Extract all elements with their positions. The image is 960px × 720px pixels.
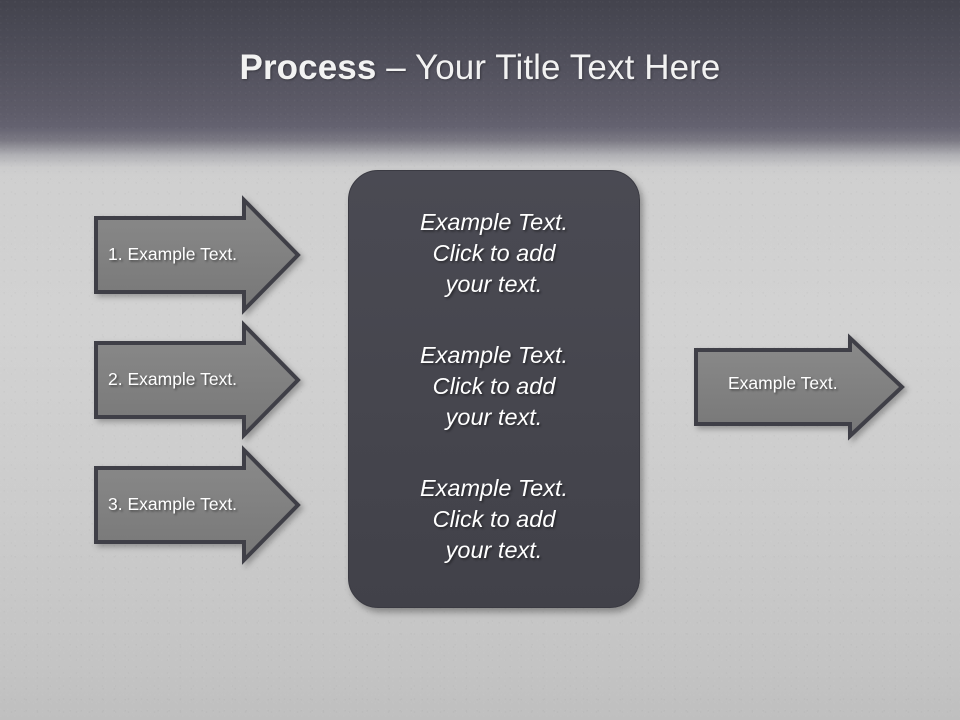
process-step-arrow-2-label: 2. Example Text. bbox=[108, 369, 238, 389]
panel-text-block-2-line-2: Click to add bbox=[432, 373, 556, 399]
page-title-bold: Process bbox=[239, 48, 377, 87]
panel-text-block-1-line-3: your text. bbox=[445, 271, 543, 297]
arrow-right-icon bbox=[94, 320, 301, 440]
process-output-arrow-label: Example Text. bbox=[728, 373, 838, 393]
panel-text-block-3-line-2: Click to add bbox=[432, 506, 556, 532]
process-step-arrow-3-label: 3. Example Text. bbox=[108, 494, 238, 514]
center-content-panel[interactable]: Example Text. Click to add your text. Ex… bbox=[348, 170, 640, 608]
panel-text-block-2-line-1: Example Text. bbox=[419, 342, 569, 368]
arrow-right-icon bbox=[94, 195, 301, 315]
arrow-right-icon bbox=[694, 333, 905, 441]
process-step-arrow-1[interactable]: 1. Example Text. bbox=[92, 195, 302, 315]
panel-text-block-1-line-2: Click to add bbox=[432, 240, 556, 266]
process-output-arrow[interactable]: Example Text. bbox=[692, 333, 906, 441]
panel-text-block-1-line-1: Example Text. bbox=[419, 209, 569, 235]
page-title-rest: – Your Title Text Here bbox=[376, 48, 721, 87]
panel-text-block-3: Example Text. Click to add your text. bbox=[349, 473, 639, 566]
page-title: Process – Your Title Text Here bbox=[0, 46, 960, 90]
panel-text-block-2-line-3: your text. bbox=[445, 404, 543, 430]
panel-text-block-2: Example Text. Click to add your text. bbox=[349, 340, 639, 433]
panel-text-block-1: Example Text. Click to add your text. bbox=[349, 207, 639, 300]
header-band bbox=[0, 0, 960, 176]
process-step-arrow-2[interactable]: 2. Example Text. bbox=[92, 320, 302, 440]
process-step-arrow-3[interactable]: 3. Example Text. bbox=[92, 445, 302, 565]
arrow-right-icon bbox=[94, 445, 301, 565]
panel-text-block-3-line-1: Example Text. bbox=[419, 475, 569, 501]
process-step-arrow-1-label: 1. Example Text. bbox=[108, 244, 238, 264]
panel-text-block-3-line-3: your text. bbox=[445, 537, 543, 563]
